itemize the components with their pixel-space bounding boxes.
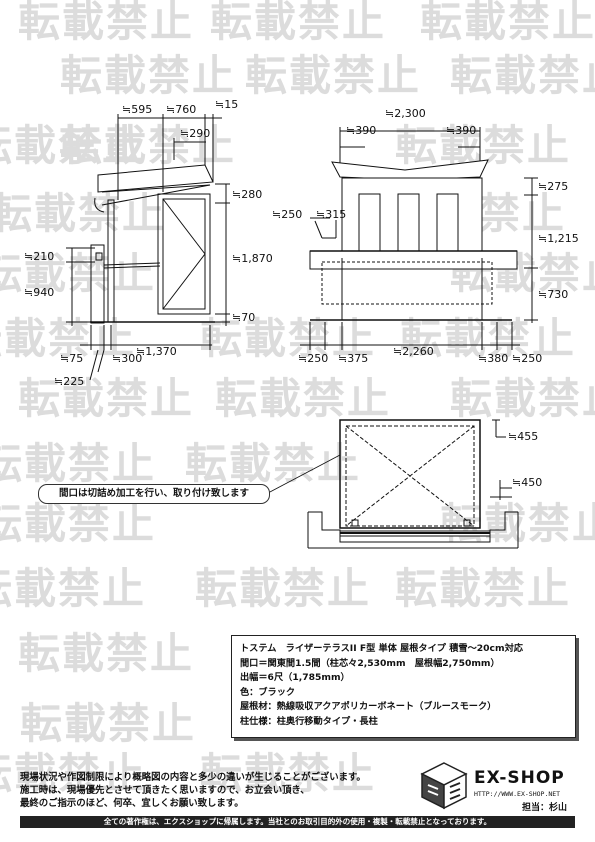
dim-label: ≒15 — [215, 98, 238, 111]
cube-logo-icon — [420, 762, 468, 810]
dim-label: ≒595 — [122, 103, 152, 116]
logo-name: EX-SHOP — [474, 768, 565, 788]
dim-label: ≒250 — [298, 352, 328, 365]
person-in-charge: 担当：杉山 — [522, 803, 568, 813]
plan-note: 間口は切詰め加工を行い、取り付け致します — [38, 484, 270, 504]
dim-label: ≒390 — [446, 124, 476, 137]
plan-view-drawing — [267, 419, 519, 549]
dim-label: ≒1,370 — [136, 345, 177, 358]
dim-label: ≒250 — [512, 352, 542, 365]
company-logo: EX-SHOP HTTP://WWW.EX-SHOP.NET 担当：杉山 — [418, 760, 578, 813]
dim-label: ≒275 — [538, 180, 568, 193]
dim-label: ≒1,870 — [232, 252, 273, 265]
dim-label: ≒455 — [508, 430, 538, 443]
spec-depth: 出幅＝6尺（1,785mm） — [240, 672, 350, 684]
dim-label: ≒280 — [232, 188, 262, 201]
dim-label: ≒2,300 — [385, 107, 426, 120]
spec-box: トステム ライザーテラスII F型 単体 屋根タイプ 積雪～20cm対応 間口＝… — [231, 635, 576, 738]
dim-label: ≒2,260 — [393, 345, 434, 358]
spec-width: 間口＝関東間1.5間（柱芯々2,530mm 屋根幅2,750mm） — [240, 657, 500, 669]
dim-label: ≒450 — [512, 476, 542, 489]
dim-label: ≒300 — [112, 352, 142, 365]
dim-label: ≒390 — [346, 124, 376, 137]
spec-roof: 屋根材：熱線吸収アクアポリカーボネート（ブルースモーク） — [240, 701, 497, 713]
footer-note-line: 施工時は、現場優先とさせて頂きたく思いますので、お立会い頂き、 — [20, 785, 310, 796]
dim-label: ≒940 — [24, 286, 54, 299]
spec-post: 柱仕様：柱奥行移動タイプ・長柱 — [240, 715, 378, 727]
dim-label: ≒315 — [316, 208, 346, 221]
dim-label: ≒70 — [232, 311, 255, 324]
front-view-drawing — [300, 127, 538, 350]
dim-label: ≒210 — [24, 250, 54, 263]
dim-label: ≒290 — [180, 127, 210, 140]
footer-note-line: 現場状況や作図制限により概略図の内容と多少の違いが生じることがございます。 — [20, 772, 366, 783]
dim-label: ≒375 — [338, 352, 368, 365]
dim-label: ≒380 — [478, 352, 508, 365]
footer-note: 現場状況や作図制限により概略図の内容と多少の違いが生じることがございます。 施工… — [20, 771, 410, 810]
dim-label: ≒75 — [60, 352, 83, 365]
dim-label: ≒1,215 — [538, 232, 579, 245]
logo-url: HTTP://WWW.EX-SHOP.NET — [474, 790, 561, 798]
dim-label: ≒225 — [54, 375, 84, 388]
dim-label: ≒760 — [166, 103, 196, 116]
dim-label: ≒730 — [538, 288, 568, 301]
spec-color: 色：ブラック — [240, 686, 296, 698]
side-view-drawing — [66, 114, 230, 381]
dim-label: ≒250 — [272, 208, 302, 221]
spec-product: トステム ライザーテラスII F型 単体 屋根タイプ 積雪～20cm対応 — [240, 643, 523, 654]
copyright-bar: 全ての著作権は、エクスショップに帰属します。当社とのお取引目的外の使用・複製・転… — [20, 816, 575, 828]
footer-note-line: 最終のご指示のほど、何卒、宜しくお願い致します。 — [20, 798, 244, 809]
